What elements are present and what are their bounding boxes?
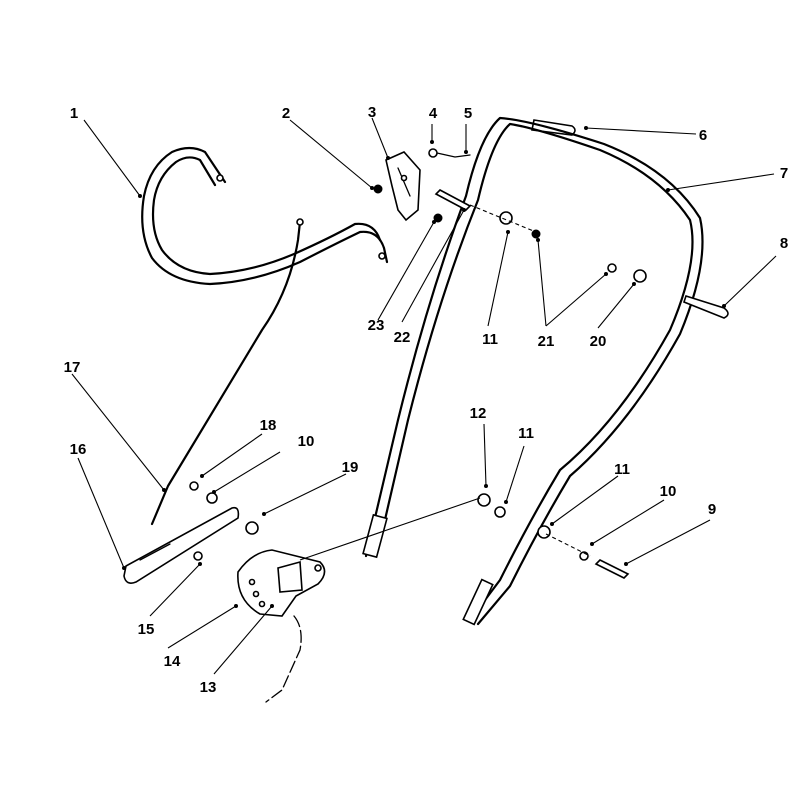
callout-2: 2: [282, 105, 290, 122]
callout-9: 9: [708, 501, 716, 518]
part-10-washer: [206, 492, 218, 504]
callout-20: 20: [590, 333, 607, 350]
callout-23: 23: [368, 317, 385, 334]
callout-1: 1: [70, 105, 78, 122]
callout-13: 13: [200, 679, 217, 696]
part-4-5-pin-clip: [428, 148, 471, 158]
callout-11-middle: 11: [518, 425, 534, 442]
callout-10-left: 10: [298, 433, 315, 450]
part-8-bolt: [683, 295, 729, 319]
callout-15: 15: [138, 621, 155, 638]
callout-12: 12: [470, 405, 487, 422]
callout-18: 18: [260, 417, 277, 434]
callout-4: 4: [429, 105, 438, 122]
part-17-control-rod: [150, 218, 304, 526]
callout-16: 16: [70, 441, 87, 458]
leader-lines: [71, 117, 777, 675]
part-19-washer: [245, 521, 259, 535]
callout-7: 7: [780, 165, 788, 182]
part-21-nut: [531, 229, 541, 239]
callout-19: 19: [342, 459, 359, 476]
callout-6: 6: [699, 127, 707, 144]
callout-22: 22: [394, 329, 411, 346]
callout-labels: 1 2 3 4 5 6 7 8 9 10 10 11 11 11 12 13 1…: [64, 104, 789, 696]
part-12-washer: [477, 493, 491, 507]
callout-8: 8: [780, 235, 788, 252]
part-9-bolt: [594, 559, 630, 579]
callout-21: 21: [538, 333, 555, 350]
part-20-spacer: [633, 269, 647, 283]
part-3-bracket: [373, 151, 421, 222]
callout-10-right: 10: [660, 483, 677, 500]
alignment-lines: [299, 204, 591, 561]
callout-11-lower: 11: [614, 461, 630, 478]
part-11-spacer: [537, 525, 551, 539]
part-11-spacer: [494, 506, 506, 518]
part-1-control-bail: [141, 146, 389, 286]
callout-11-upper: 11: [482, 331, 498, 348]
part-21-nut: [607, 263, 617, 273]
callout-17: 17: [64, 359, 81, 376]
part-16-lever: [123, 506, 240, 584]
part-18-nut: [189, 481, 199, 491]
callout-14: 14: [164, 653, 181, 670]
part-13-14-lower-bracket: [237, 549, 326, 703]
callout-5: 5: [464, 105, 472, 122]
hardware: [189, 189, 729, 579]
part-15-nut: [193, 551, 203, 561]
callout-3: 3: [368, 104, 376, 121]
part-11-spacer: [499, 211, 513, 225]
part-23-nut: [433, 213, 443, 223]
